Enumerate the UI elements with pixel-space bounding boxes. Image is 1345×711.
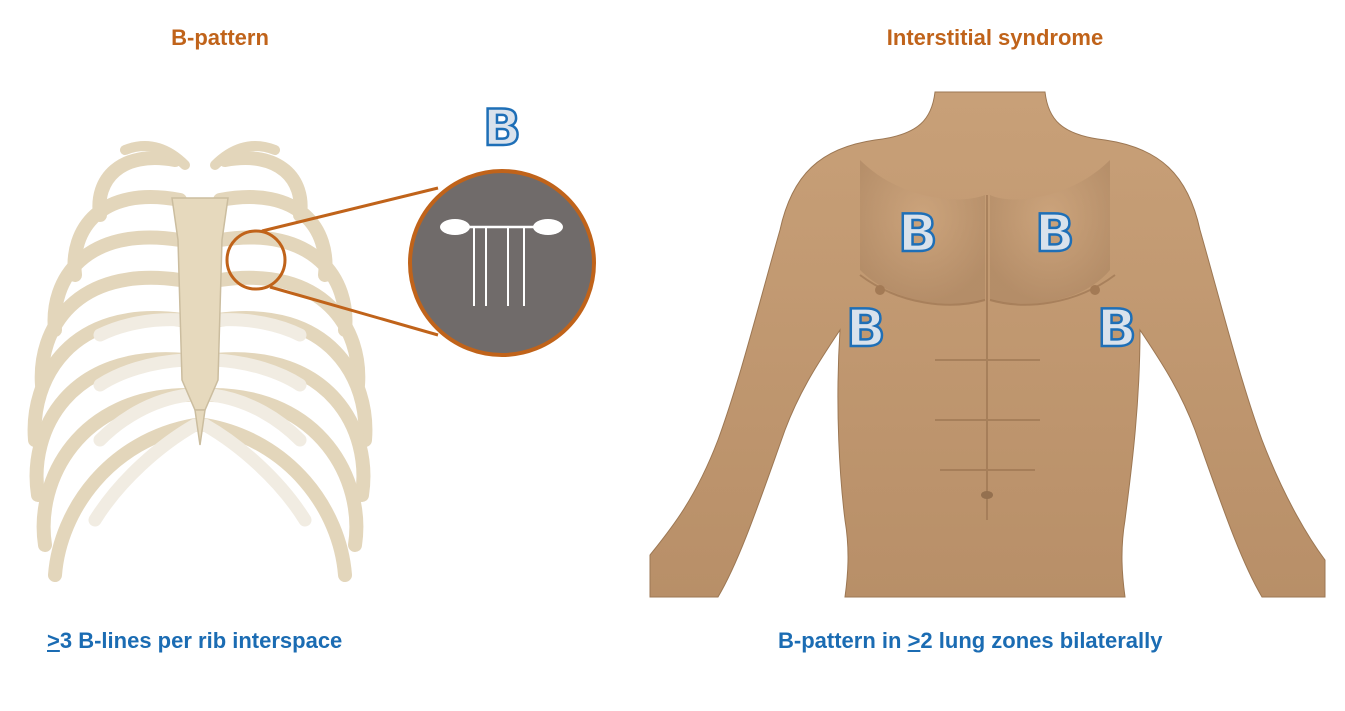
zone-letter-upper-right-chest: B — [897, 204, 939, 264]
zoom-callout — [225, 186, 439, 337]
left-panel-title: B-pattern — [171, 25, 269, 50]
rib-shadow-right — [533, 219, 563, 235]
zone-letter-lower-left-chest: B — [1096, 299, 1138, 359]
ultrasound-zoom-view — [408, 169, 596, 357]
torso — [649, 91, 1326, 598]
caption-text: 3 B-lines per rib interspace — [59, 628, 343, 653]
left-panel-caption: >3 B-lines per rib interspace — [47, 628, 342, 654]
zone-letter-lower-right-chest: B — [845, 299, 887, 359]
ultrasound-b-letter: B — [482, 99, 523, 157]
rib-cage — [27, 141, 373, 582]
zone-letter-upper-left-chest: B — [1034, 204, 1076, 264]
caption-geq-symbol: > — [907, 628, 921, 653]
caption-text-start: B-pattern in — [778, 628, 908, 653]
rib-shadow-left — [440, 219, 470, 235]
right-panel-title: Interstitial syndrome — [886, 25, 1104, 50]
right-panel-caption: B-pattern in >2 lung zones bilaterally — [778, 628, 1163, 654]
caption-geq-symbol: > — [47, 628, 60, 653]
caption-text-end: 2 lung zones bilaterally — [920, 628, 1163, 653]
